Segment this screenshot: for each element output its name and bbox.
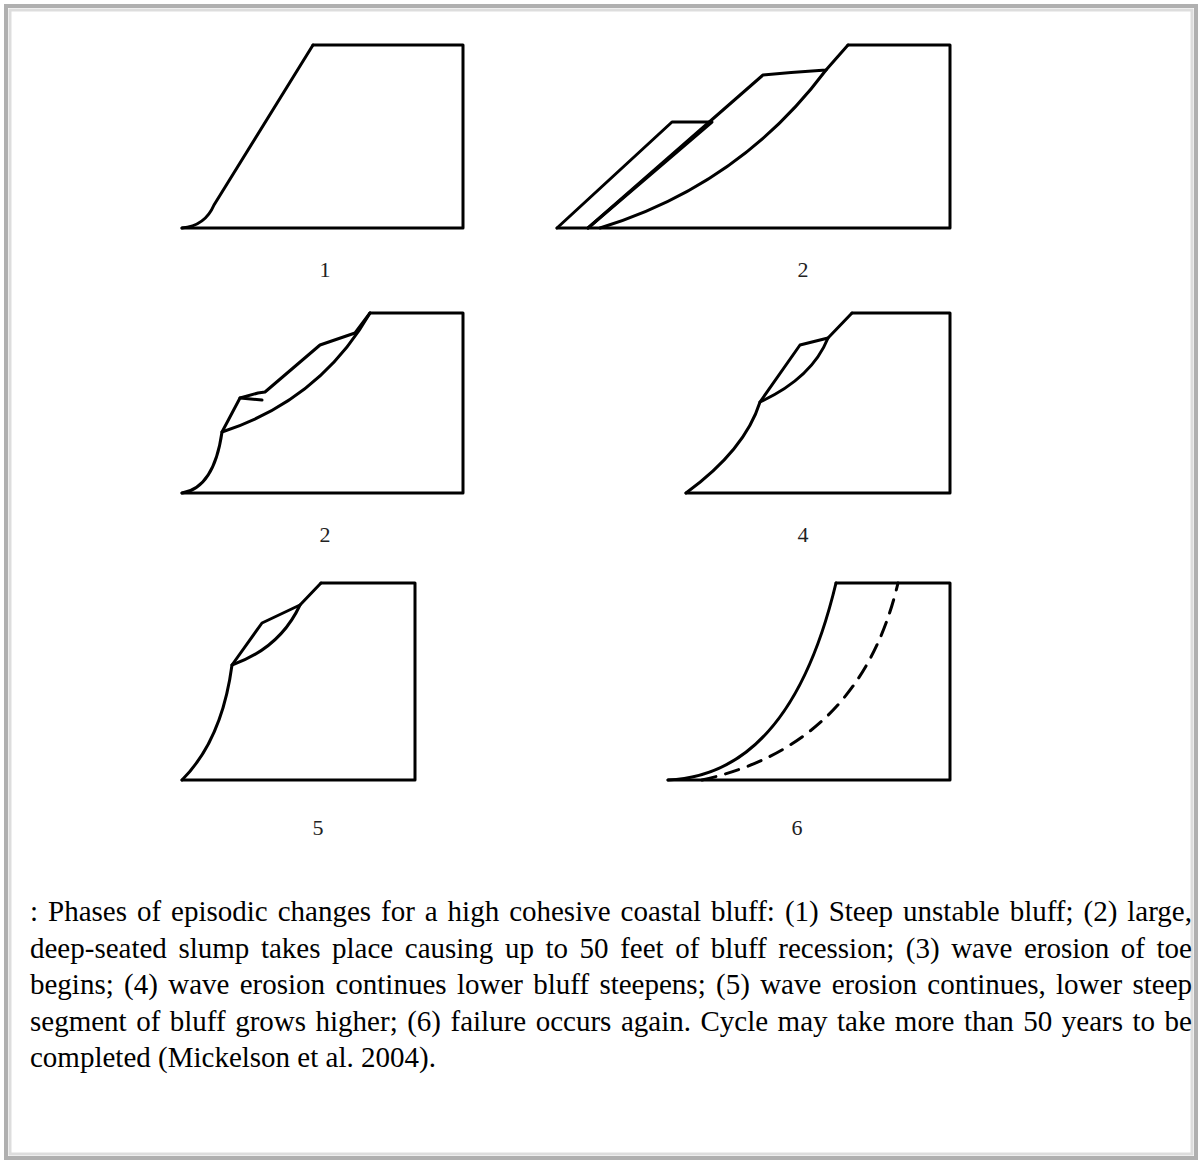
- panel-number: 2: [798, 257, 809, 283]
- panel-number: 1: [320, 257, 331, 283]
- bluff-panel-3: [182, 313, 463, 493]
- figure-frame-shadow: [10, 10, 1192, 1154]
- panel-number: 4: [798, 522, 809, 548]
- panel-number: 6: [792, 815, 803, 841]
- bluff-panel-5: [182, 583, 415, 780]
- bluff-panel-6: [668, 583, 950, 780]
- bluff-panel-4: [686, 313, 950, 493]
- figure-frame: [6, 6, 1196, 1158]
- bluff-panel-1: [182, 45, 463, 228]
- panel-number: 2: [320, 522, 331, 548]
- figure-caption: : Phases of episodic changes for a high …: [30, 893, 1192, 1076]
- bluff-panel-2: [557, 45, 950, 228]
- panel-number: 5: [313, 815, 324, 841]
